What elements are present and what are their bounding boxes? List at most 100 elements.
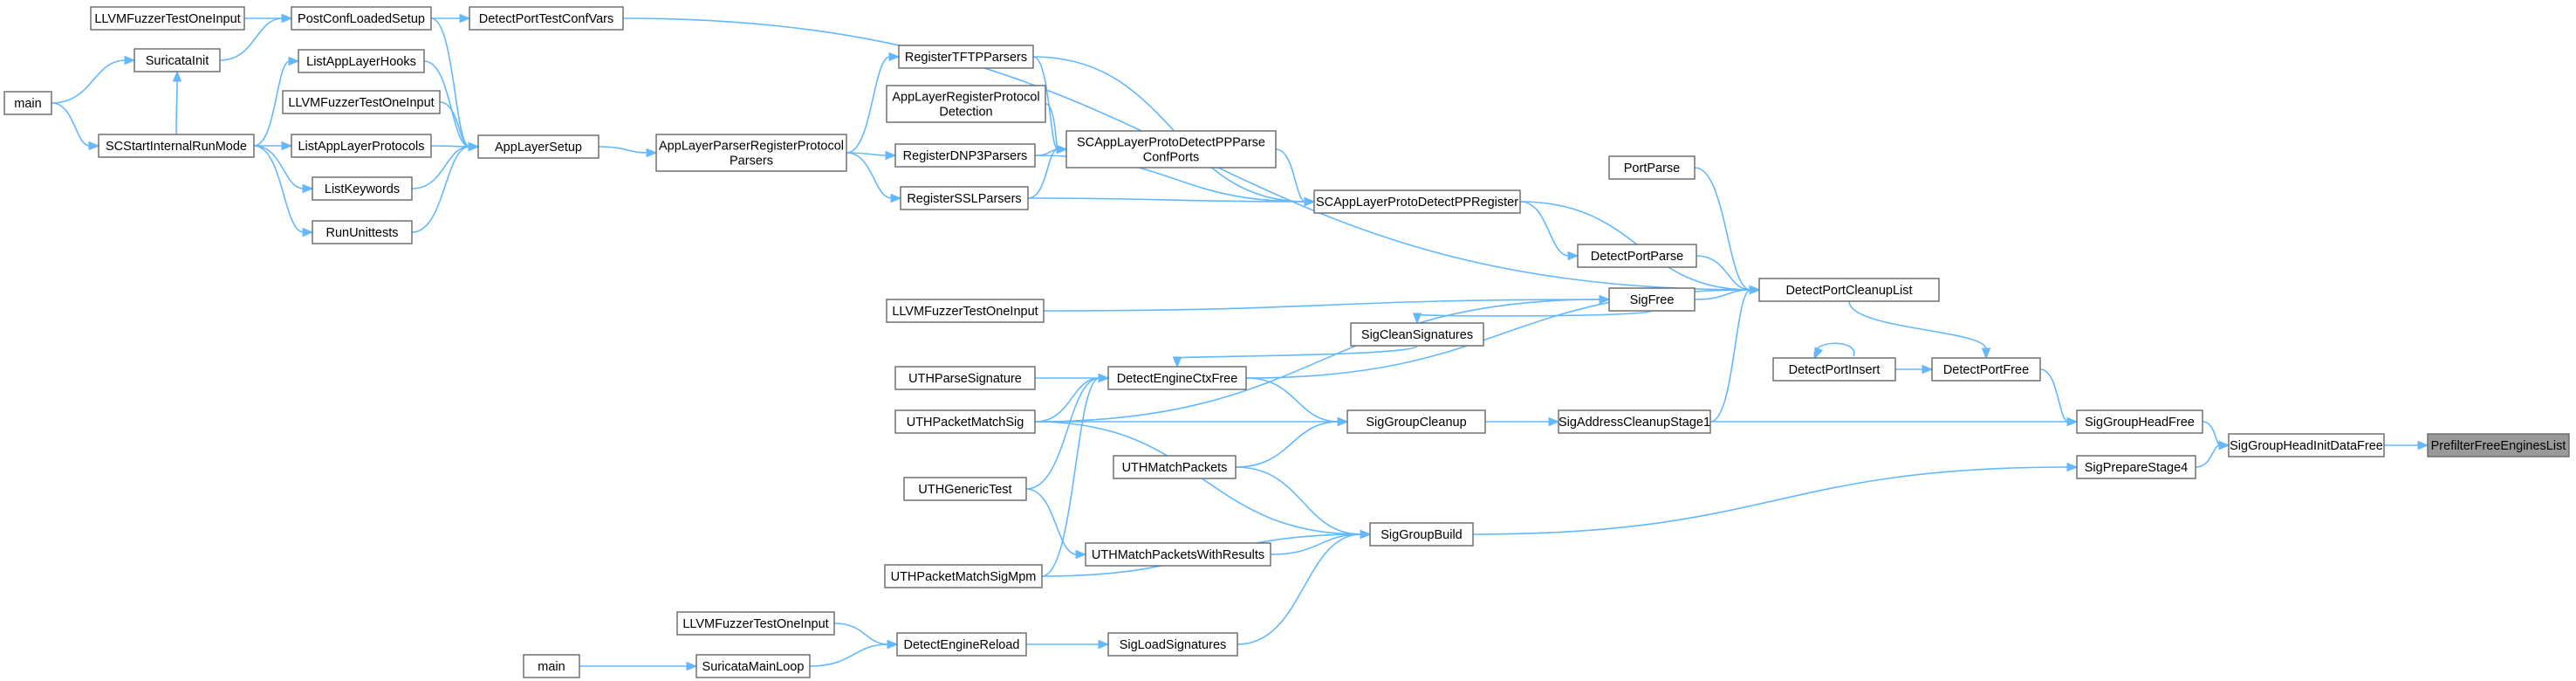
node-llvmfuzzertestoneinput[interactable]: LLVMFuzzerTestOneInput bbox=[282, 90, 441, 114]
node-label: AppLayerParserRegisterProtocol bbox=[659, 140, 844, 154]
node-box bbox=[886, 299, 1045, 323]
node-detectportparse[interactable]: DetectPortParse bbox=[1577, 244, 1697, 268]
edge-n25-n29 bbox=[1848, 300, 1991, 360]
node-prefilterfreeengineslist[interactable]: PrefilterFreeEnginesList bbox=[2427, 433, 2570, 457]
edge-n2-n3 bbox=[431, 13, 471, 24]
node-detectportfree[interactable]: DetectPortFree bbox=[1931, 357, 2041, 382]
edge-n34-n35 bbox=[2384, 440, 2429, 451]
node-label: LLVMFuzzerTestOneInput bbox=[288, 96, 434, 110]
node-box bbox=[98, 134, 255, 158]
edge-n28-n28 bbox=[1813, 342, 1855, 360]
node-box bbox=[900, 186, 1029, 210]
node-box bbox=[1107, 632, 1238, 657]
node-siggroupcleanup[interactable]: SigGroupCleanup bbox=[1346, 409, 1486, 434]
node-registerdnp3parsers[interactable]: RegisterDNP3Parsers bbox=[894, 143, 1036, 168]
edge-n13-n16 bbox=[846, 150, 897, 161]
node-box bbox=[1369, 522, 1474, 547]
edge-n6-n11 bbox=[253, 145, 314, 237]
node-main[interactable]: main bbox=[523, 654, 580, 678]
node-label: DetectEngineReload bbox=[903, 638, 1019, 652]
node-llvmfuzzertestoneinput[interactable]: LLVMFuzzerTestOneInput bbox=[886, 299, 1045, 323]
node-label: SCStartInternalRunMode bbox=[106, 140, 247, 154]
node-box bbox=[894, 366, 1036, 390]
node-uthpacketmatchsigmpm[interactable]: UTHPacketMatchSigMpm bbox=[884, 564, 1043, 588]
node-label: UTHParseSignature bbox=[908, 372, 1022, 386]
edge-n30-n23 bbox=[1034, 294, 1611, 423]
node-box bbox=[1085, 542, 1271, 567]
edge-n45-n46 bbox=[579, 661, 698, 671]
node-box bbox=[298, 49, 425, 73]
node-box bbox=[1313, 189, 1521, 214]
node-listapplayerhooks[interactable]: ListAppLayerHooks bbox=[298, 49, 425, 73]
node-box bbox=[1065, 130, 1277, 169]
node-label: SigGroupHeadFree bbox=[2085, 416, 2195, 430]
node-sigcleansignatures[interactable]: SigCleanSignatures bbox=[1350, 322, 1484, 347]
edge-n44-n39 bbox=[1237, 529, 1372, 645]
node-sigaddresscleanupstage1[interactable]: SigAddressCleanupStage1 bbox=[1558, 409, 1711, 434]
edge-n31-n32 bbox=[1484, 416, 1560, 427]
node-applayersetup[interactable]: AppLayerSetup bbox=[477, 134, 599, 159]
node-box bbox=[291, 6, 432, 31]
node-uthmatchpackets[interactable]: UTHMatchPackets bbox=[1113, 455, 1237, 479]
node-label: SigGroupCleanup bbox=[1366, 416, 1466, 430]
node-box bbox=[2228, 433, 2385, 457]
node-box bbox=[1608, 287, 1696, 312]
edge-n17-n19 bbox=[1027, 196, 1316, 207]
node-label: UTHPacketMatchSig bbox=[907, 416, 1024, 430]
node-label: SuricataInit bbox=[146, 54, 209, 68]
edge-n20-n25 bbox=[1694, 167, 1761, 295]
node-detectportinsert[interactable]: DetectPortInsert bbox=[1772, 357, 1896, 382]
node-suricatamainloop[interactable]: SuricataMainLoop bbox=[695, 654, 811, 678]
node-siggroupbuild[interactable]: SigGroupBuild bbox=[1369, 522, 1474, 547]
node-suricatainit[interactable]: SuricataInit bbox=[134, 48, 221, 72]
node-detectenginectxfree[interactable]: DetectEngineCtxFree bbox=[1107, 366, 1247, 390]
node-label: DetectPortCleanupList bbox=[1785, 284, 1912, 298]
node-detectportcleanuplist[interactable]: DetectPortCleanupList bbox=[1758, 278, 1940, 302]
node-uthparsesignature[interactable]: UTHParseSignature bbox=[894, 366, 1036, 390]
edge-n5-n4 bbox=[51, 55, 136, 104]
node-label: SigAddressCleanupStage1 bbox=[1559, 416, 1710, 430]
node-registertftpparsers[interactable]: RegisterTFTPParsers bbox=[898, 45, 1034, 69]
node-sigloadsignatures[interactable]: SigLoadSignatures bbox=[1107, 632, 1238, 657]
node-uthpacketmatchsig[interactable]: UTHPacketMatchSig bbox=[894, 409, 1036, 434]
node-uthgenerictest[interactable]: UTHGenericTest bbox=[903, 477, 1027, 501]
node-registersslparsers[interactable]: RegisterSSLParsers bbox=[900, 186, 1029, 210]
node-box bbox=[1758, 278, 1940, 302]
edge-n37-n34 bbox=[2195, 440, 2230, 468]
node-rununittests[interactable]: RunUnittests bbox=[312, 220, 413, 244]
node-sigpreparestage4[interactable]: SigPrepareStage4 bbox=[2076, 455, 2196, 479]
node-llvmfuzzertestoneinput[interactable]: LLVMFuzzerTestOneInput bbox=[676, 611, 835, 636]
node-label: SigGroupHeadInitDataFree bbox=[2230, 439, 2383, 453]
edge-n32-n25 bbox=[1709, 285, 1761, 423]
node-label: UTHMatchPackets bbox=[1122, 461, 1228, 475]
node-scstartinternalrunmode[interactable]: SCStartInternalRunMode bbox=[98, 134, 255, 158]
node-detectporttestconfvars[interactable]: DetectPortTestConfVars bbox=[469, 6, 624, 31]
node-label: DetectEngineCtxFree bbox=[1117, 372, 1238, 386]
node-box bbox=[1350, 322, 1484, 347]
node-listkeywords[interactable]: ListKeywords bbox=[312, 176, 413, 201]
node-box bbox=[1931, 357, 2041, 382]
node-box bbox=[898, 45, 1034, 69]
node-portparse[interactable]: PortParse bbox=[1608, 155, 1696, 180]
edge-n5-n6 bbox=[51, 102, 100, 151]
node-label: UTHMatchPacketsWithResults bbox=[1092, 548, 1264, 562]
node-detectenginereload[interactable]: DetectEngineReload bbox=[896, 632, 1027, 657]
node-uthmatchpacketswithresults[interactable]: UTHMatchPacketsWithResults bbox=[1085, 542, 1271, 567]
node-sigfree[interactable]: SigFree bbox=[1608, 287, 1696, 312]
node-siggroupheadinitdatafree[interactable]: SigGroupHeadInitDataFree bbox=[2228, 433, 2385, 457]
node-main[interactable]: main bbox=[3, 91, 52, 115]
node-siggroupheadfree[interactable]: SigGroupHeadFree bbox=[2076, 409, 2203, 434]
node-label: SigPrepareStage4 bbox=[2085, 461, 2189, 475]
edge-n17-n18 bbox=[1027, 144, 1068, 199]
node-box bbox=[655, 134, 847, 172]
node-llvmfuzzertestoneinput[interactable]: LLVMFuzzerTestOneInput bbox=[90, 6, 245, 31]
node-label: ListAppLayerProtocols bbox=[298, 140, 424, 154]
node-scapplayerprotodetectppregister[interactable]: SCAppLayerProtoDetectPPRegister bbox=[1313, 189, 1521, 214]
node-postconfloadedsetup[interactable]: PostConfLoadedSetup bbox=[291, 6, 432, 31]
node-label: SuricataMainLoop bbox=[702, 660, 805, 674]
node-box bbox=[896, 632, 1027, 657]
node-listapplayerprotocols[interactable]: ListAppLayerProtocols bbox=[291, 134, 432, 158]
